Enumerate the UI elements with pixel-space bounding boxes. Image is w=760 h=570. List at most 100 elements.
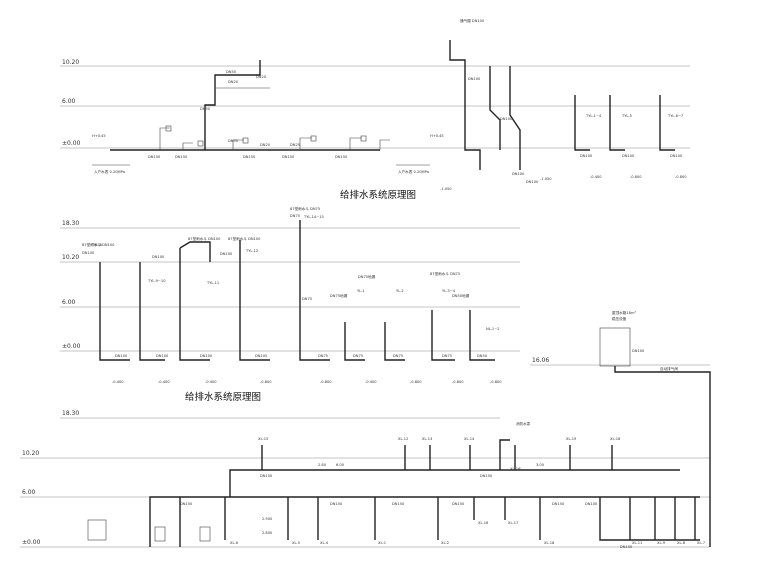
level-label: 6.00 — [62, 299, 76, 306]
elevation-label: -0.400 — [205, 380, 217, 384]
pump-note: 入户水表 0.20MPa — [398, 169, 429, 174]
misc-label: 通气帽 DN100 — [460, 18, 485, 23]
pipe-size-label: DN150 — [148, 155, 161, 159]
riser-label: TYL-14~15 — [303, 215, 324, 219]
riser-label: XL-17 — [508, 521, 518, 525]
elevation-label: -0.800 — [630, 175, 642, 179]
roof-tank — [599, 327, 631, 367]
pipe-size-label: DN150 — [175, 155, 188, 159]
elevation-label: -0.800 — [490, 380, 502, 384]
pipe-size-label: DN150 — [620, 545, 633, 549]
elevation-label: -0.400 — [158, 380, 170, 384]
pipe-size-label: DN100 — [468, 77, 481, 81]
pipe-size-label: DN50 — [226, 70, 237, 74]
pipe-size-label: DN75 — [290, 214, 300, 218]
riser-label: NL-1~2 — [486, 327, 500, 331]
riser-label: XL-7 — [697, 541, 705, 545]
riser-label: XL-12 — [398, 437, 408, 441]
pipe-size-label: DN50 — [200, 107, 211, 111]
diagram-1: 10.20 6.00 ±0.00 H+0.45 H+0.45 DN150 DN1… — [60, 18, 690, 201]
misc-label: DN100 — [632, 349, 645, 353]
pipe-size-label: DN100 — [152, 255, 165, 259]
pipe-size-label: DN100 — [220, 252, 233, 256]
level-label: 10.20 — [62, 254, 79, 261]
pipe-size-label: DN100 — [255, 354, 268, 358]
misc-label: H+0.45 — [430, 134, 444, 138]
riser-label: TYL-1~4 — [585, 114, 602, 118]
level-label: ±0.00 — [62, 140, 81, 147]
riser-label: XL-11 — [632, 541, 642, 545]
riser-label: XL-13 — [422, 437, 432, 441]
level-label: 18.30 — [62, 410, 79, 417]
elevation-label: -0.400 — [365, 380, 377, 384]
misc-label: 87型雨水斗 DN100 — [228, 236, 261, 241]
elevation-label: -0.800 — [320, 380, 332, 384]
pipe-size-label: DN100 — [82, 251, 95, 255]
level-label: ±0.00 — [22, 539, 41, 546]
pipe-size-label: DN100 — [622, 154, 635, 158]
pipe-size-label: DN75 — [393, 354, 403, 358]
pipe-size-label: DN150 — [452, 502, 465, 506]
riser-label: XL-16' — [510, 467, 521, 471]
riser-label: XL-4 — [320, 541, 329, 545]
elevation-label: -1.050 — [440, 187, 452, 191]
fire-pump — [87, 519, 107, 541]
elevation-label: -1.050 — [540, 177, 552, 181]
pipe-size-label: DN100 — [500, 117, 513, 121]
pipe-size-label: DN150 — [330, 502, 343, 506]
diagram-3: 18.30 16.06 10.20 6.00 ±0.00 屋顶水箱18m³ 稳压… — [20, 310, 711, 549]
misc-label: 87型雨水斗 DN75 — [290, 206, 320, 211]
tank-note: 稳压设备 — [612, 316, 627, 321]
misc-label: H+0.45 — [92, 134, 106, 138]
pipe-size-label: DN50 — [477, 354, 488, 358]
elevation-label: -0.800 — [410, 380, 422, 384]
misc-label: 2.900 — [262, 517, 273, 521]
pipe-size-label: DN150 — [335, 155, 348, 159]
elevation-label: -0.400 — [112, 380, 124, 384]
pipe-size-label: DN25 — [290, 143, 300, 147]
elevation-label: -0.800 — [675, 175, 687, 179]
riser-label: YL-1 — [357, 289, 365, 293]
misc-label: 2.800 — [262, 531, 273, 535]
riser-label: TYL-8 — [91, 243, 103, 247]
misc-label: DN75地漏 — [330, 293, 348, 298]
pipe-size-label: DN150 — [552, 502, 565, 506]
fire-pump — [199, 526, 211, 542]
riser-label: XL-5 — [292, 541, 300, 545]
riser-label: TYL-12 — [245, 249, 258, 253]
level-label: 10.20 — [62, 59, 79, 66]
pipe-size-label: DN150 — [480, 474, 493, 478]
pipe-size-label: DN150 — [260, 474, 273, 478]
riser-label: TYL-5 — [621, 114, 632, 118]
riser-label: XL-6 — [230, 541, 239, 545]
level-label: ±0.00 — [62, 343, 81, 350]
pipe-size-label: DN150 — [282, 155, 295, 159]
pump-note: 入户水表 0.20MPa — [94, 169, 125, 174]
elevation-label: -0.400 — [590, 175, 602, 179]
riser-label: YL-3~4 — [442, 289, 456, 293]
riser-label: TYL-11 — [206, 281, 219, 285]
diagram-title: 给排水系统原理图 — [185, 391, 261, 403]
level-label: 16.06 — [532, 357, 549, 364]
misc-label: 3.00 — [536, 463, 545, 467]
pipe-size-label: DN100 — [580, 154, 593, 158]
riser-label: XL-1 — [378, 541, 386, 545]
misc-label: 87型雨水斗 DN100 — [82, 242, 115, 247]
tank-note: 屋顶水箱18m³ — [612, 310, 636, 315]
pipe-size-label: DN100 — [526, 180, 539, 184]
misc-label: 87型雨水斗 DN75 — [430, 271, 460, 276]
riser-label: XL-16 — [478, 521, 489, 525]
pipe-size-label: 自动排气阀 — [660, 366, 678, 371]
pipe-size-label: DN100 — [156, 354, 169, 358]
level-label: 18.30 — [62, 220, 79, 227]
pipe-size-label: DN150 — [392, 502, 405, 506]
pipe-size-label: DN150 — [180, 502, 193, 506]
pipe-size-label: DN75 — [353, 354, 363, 358]
level-label: 10.20 — [22, 450, 39, 457]
misc-label: 2.80 — [318, 463, 327, 467]
misc-label: 87型雨水斗 DN100 — [188, 236, 221, 241]
riser-label: XL-2 — [441, 541, 449, 545]
pipe-size-label: DN100 — [115, 354, 128, 358]
misc-label: 消防水泵 — [516, 421, 531, 426]
